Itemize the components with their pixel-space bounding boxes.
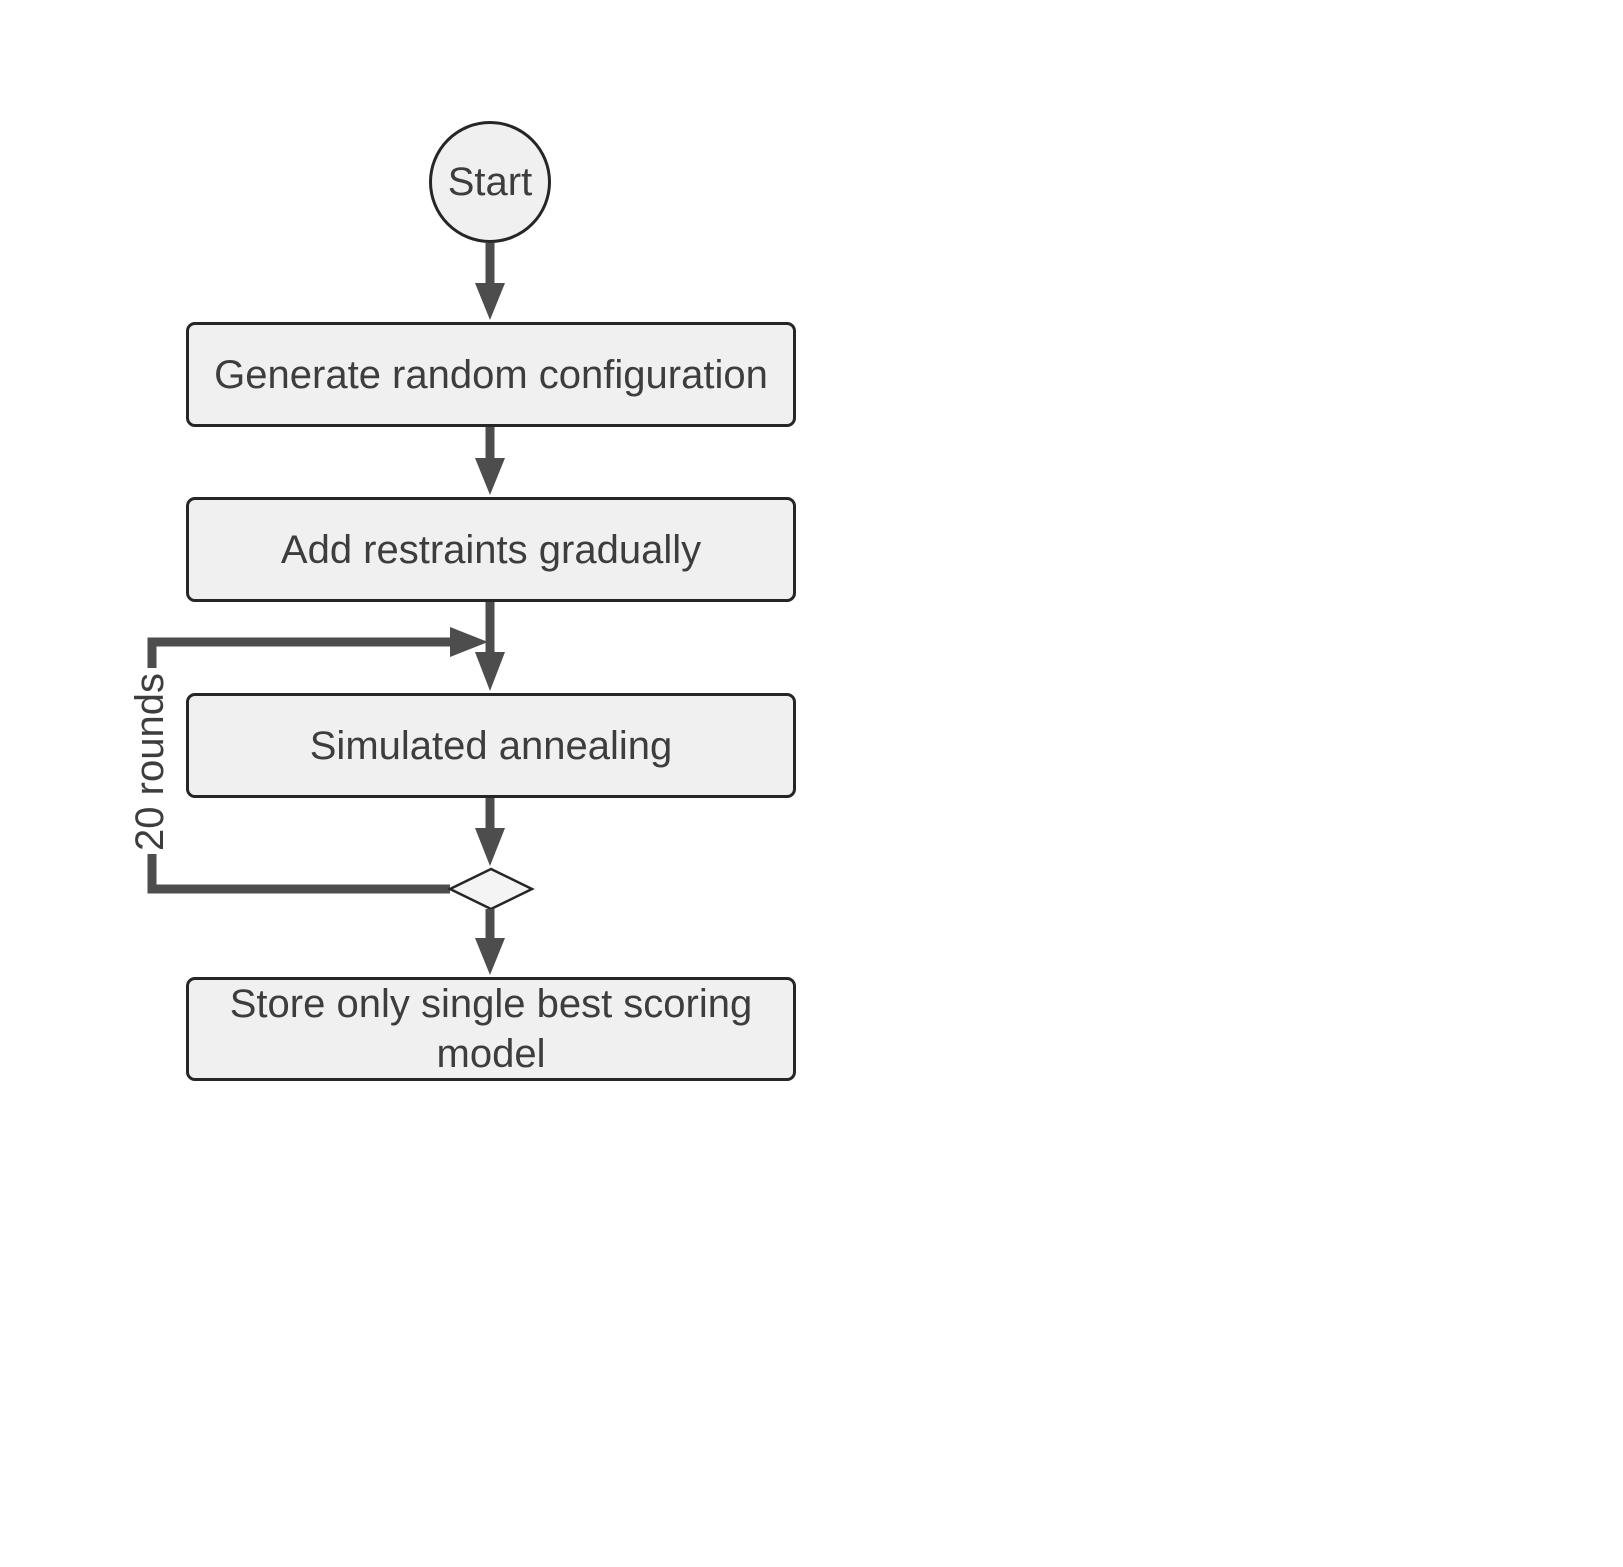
node-start: Start — [429, 121, 551, 243]
node-restraints-label: Add restraints gradually — [280, 527, 702, 572]
node-store-best-scoring-model: Store only single best scoring model — [186, 977, 796, 1081]
node-add-restraints-gradually: Add restraints gradually — [186, 497, 796, 602]
node-store-label: Store only single best scoring model — [229, 982, 753, 1076]
node-simulated-annealing: Simulated annealing — [186, 693, 796, 798]
node-annealing-label: Simulated annealing — [309, 723, 673, 768]
loop-count-label: 20 rounds — [127, 673, 172, 851]
arrow-annealing-to-decision — [475, 798, 505, 866]
arrow-generate-to-restraints — [475, 427, 505, 495]
arrow-start-to-generate — [475, 243, 505, 320]
arrow-decision-to-store — [475, 909, 505, 975]
node-start-label: Start — [447, 160, 533, 204]
node-generate-label: Generate random configuration — [214, 352, 768, 397]
arrow-restraints-to-annealing — [475, 602, 505, 691]
node-decision-diamond — [447, 867, 535, 911]
loop-return-edge — [147, 627, 488, 894]
node-generate-random-configuration: Generate random configuration — [186, 322, 796, 427]
